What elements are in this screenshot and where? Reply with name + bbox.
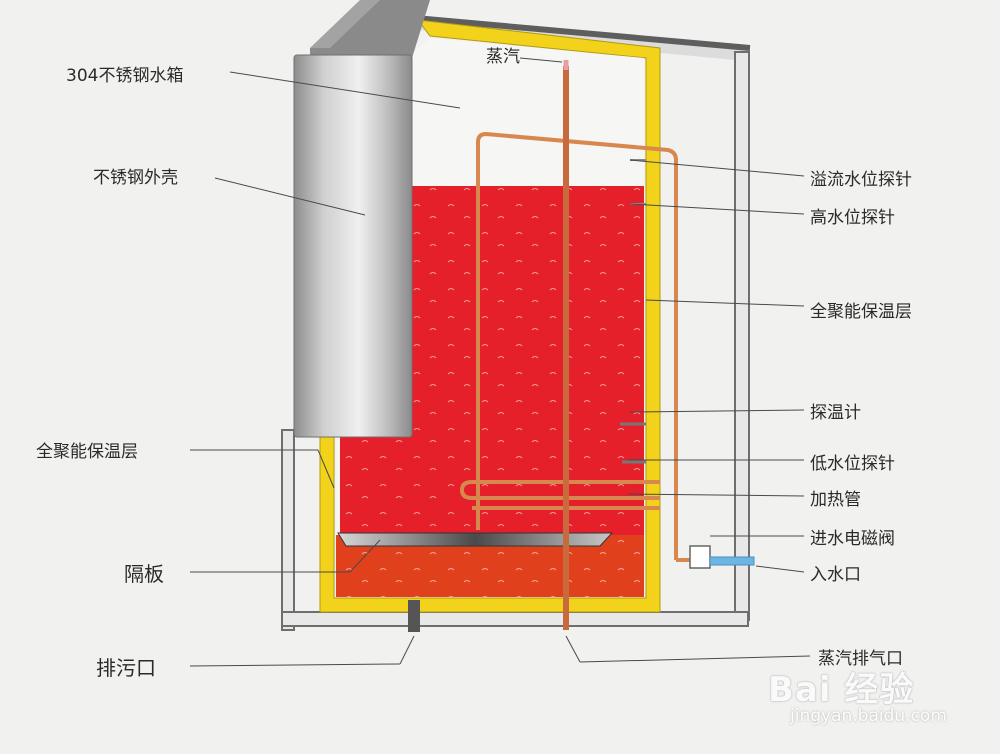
label-heater: 加热管 (810, 490, 861, 510)
baidu-watermark-logo: Bai 经验 (768, 670, 915, 710)
label-insulation-left: 全聚能保温层 (36, 442, 138, 462)
label-partition: 隔板 (124, 562, 164, 586)
steel-shell (293, 54, 413, 438)
label-steam: 蒸汽 (486, 47, 520, 67)
leader-lines (189, 57, 811, 667)
partition-plate (337, 532, 614, 547)
baidu-watermark-url: jingyan.baidu.com (790, 706, 947, 726)
outer-frame (281, 15, 751, 631)
label-insulation-right: 全聚能保温层 (810, 302, 912, 322)
label-shell: 不锈钢外壳 (93, 168, 178, 188)
drain-pipe (408, 600, 420, 632)
label-thermometer: 探温计 (810, 403, 861, 423)
label-high-probe: 高水位探针 (810, 208, 895, 228)
label-overflow-probe: 溢流水位探针 (810, 170, 912, 190)
label-solenoid-valve: 进水电磁阀 (810, 529, 895, 549)
label-tank: 304不锈钢水箱 (66, 66, 184, 86)
solenoid-valve (689, 545, 755, 569)
label-low-probe: 低水位探针 (810, 454, 895, 474)
label-drain: 排污口 (96, 656, 156, 680)
label-inlet: 入水口 (810, 565, 861, 585)
tank-top-cap (310, 0, 430, 62)
label-steam-exhaust: 蒸汽排气口 (818, 649, 903, 669)
